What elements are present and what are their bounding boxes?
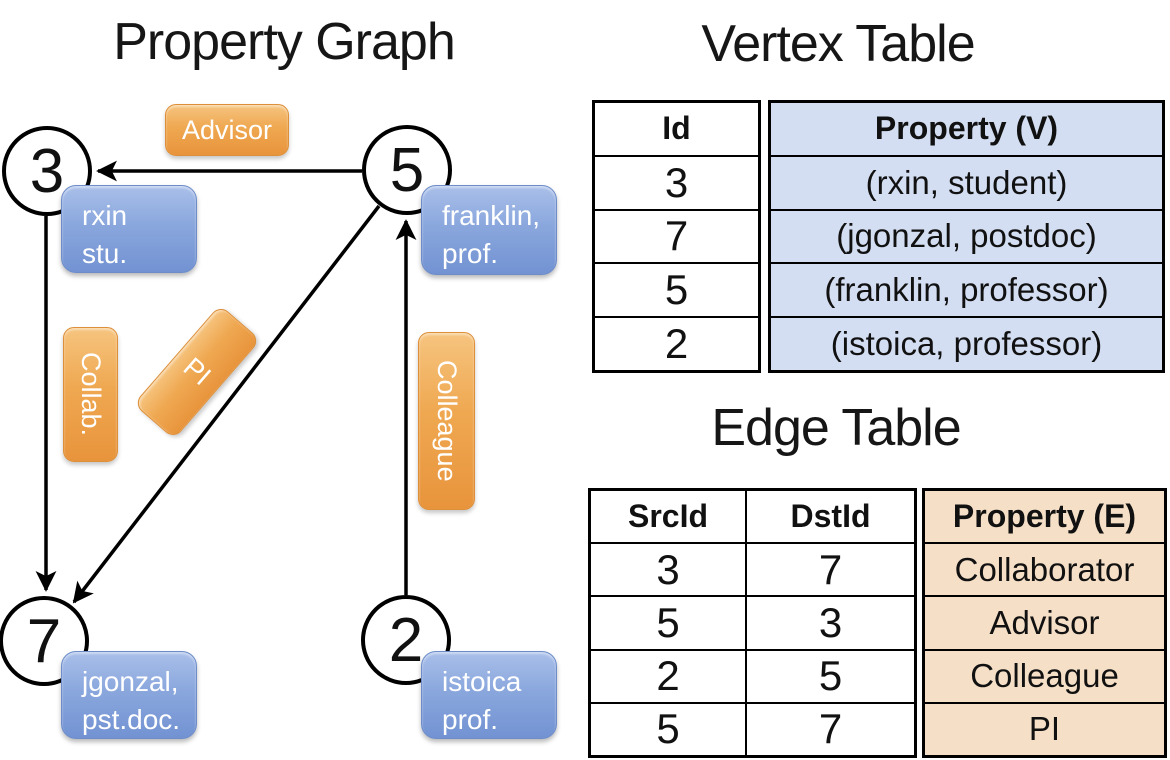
vertex-property-line1: franklin,: [442, 200, 541, 231]
vertex-table-id-cell: 2: [664, 320, 689, 368]
graph-edges-svg: [35, 160, 417, 604]
edge-table-property-header: Property (E): [952, 498, 1137, 535]
graph-title: Property Graph: [113, 13, 455, 71]
edge-table-dst-cell: 3: [745, 597, 914, 649]
vertex-property-line2: prof.: [442, 704, 499, 735]
edge-table-src-cell: 2: [656, 652, 680, 700]
vertex-table-property-cell: (istoica, professor): [830, 325, 1103, 363]
vertex-table-property-cell: (franklin, professor): [824, 271, 1109, 309]
edge-table-src-cell: 3: [656, 545, 680, 593]
edge-table-property-column: Property (E) Collaborator Advisor Collea…: [922, 488, 1167, 758]
edge-label-colleague: Colleague: [418, 332, 475, 510]
edge-table-dst-header: DstId: [745, 491, 914, 543]
edge-label-text: Collab.: [76, 352, 106, 437]
vertex-property-box-7: jgonzal, pst.doc.: [61, 651, 197, 739]
vertex-table-id-cell: 5: [664, 266, 689, 314]
edge-table-property-cell: Advisor: [989, 604, 1100, 641]
vertex-property-line1: istoica: [442, 666, 522, 697]
edge-table-property-cell: PI: [1028, 710, 1061, 748]
vertex-id-label: 5: [389, 135, 425, 205]
vertex-table-id-cell: 7: [664, 212, 689, 260]
vertex-id-label: 2: [388, 605, 424, 675]
vertex-property-box-2: istoica prof.: [421, 651, 557, 739]
edge-label-text: Advisor: [181, 114, 273, 145]
edge-table-dst-cell: 7: [745, 703, 914, 756]
edge-table-src-cell: 5: [656, 599, 680, 646]
vertex-table-property-cell: (rxin, student): [865, 163, 1068, 201]
edge-table-property-cell: Colleague: [970, 657, 1119, 695]
vertex-table-property-column: Property (V) (rxin, student) (jgonzal, p…: [768, 100, 1165, 373]
vertex-property-line1: rxin: [82, 200, 128, 231]
edge-table-title: Edge Table: [711, 399, 961, 457]
edge-label-text: PI: [177, 351, 217, 392]
vertex-property-line2: stu.: [82, 238, 128, 269]
vertex-property-line1: jgonzal,: [82, 666, 179, 697]
edge-table-id-columns: SrcId DstId 3 7 5 3 2 5 5 7: [588, 488, 917, 758]
vertex-circle-2: 2: [361, 595, 451, 685]
edge-table-dst-cell: 7: [745, 544, 914, 596]
edge-label-advisor: Advisor: [165, 104, 289, 156]
edge-table-dst-cell: 5: [745, 650, 914, 702]
vertex-property-line2: pst.doc.: [82, 704, 181, 735]
vertex-table-property-header: Property (V): [874, 110, 1059, 147]
vertex-table-id-cell: 3: [664, 158, 689, 206]
vertex-property-box-3: rxin stu.: [61, 185, 197, 273]
vertex-circle-5: 5: [362, 125, 452, 215]
edge-table-src-header: SrcId: [627, 498, 709, 535]
edge-table-property-cell: Collaborator: [954, 550, 1135, 588]
vertex-id-label: 3: [29, 136, 65, 206]
edge-table-src-cell: 5: [656, 705, 680, 753]
edge-label-text: Colleague: [432, 360, 462, 482]
vertex-property-box-5: franklin, prof.: [421, 185, 557, 275]
vertex-table-id-column: Id 3 7 5 2: [592, 100, 761, 373]
vertex-id-label: 7: [26, 606, 62, 676]
edge-arrow-5-to-7: [72, 204, 381, 604]
edge-label-collab: Collab.: [63, 327, 118, 462]
vertex-table-id-header: Id: [662, 110, 691, 147]
vertex-property-line2: prof.: [442, 238, 499, 269]
vertex-table-property-cell: (jgonzal, postdoc): [836, 217, 1097, 255]
vertex-table-title: Vertex Table: [701, 15, 975, 73]
